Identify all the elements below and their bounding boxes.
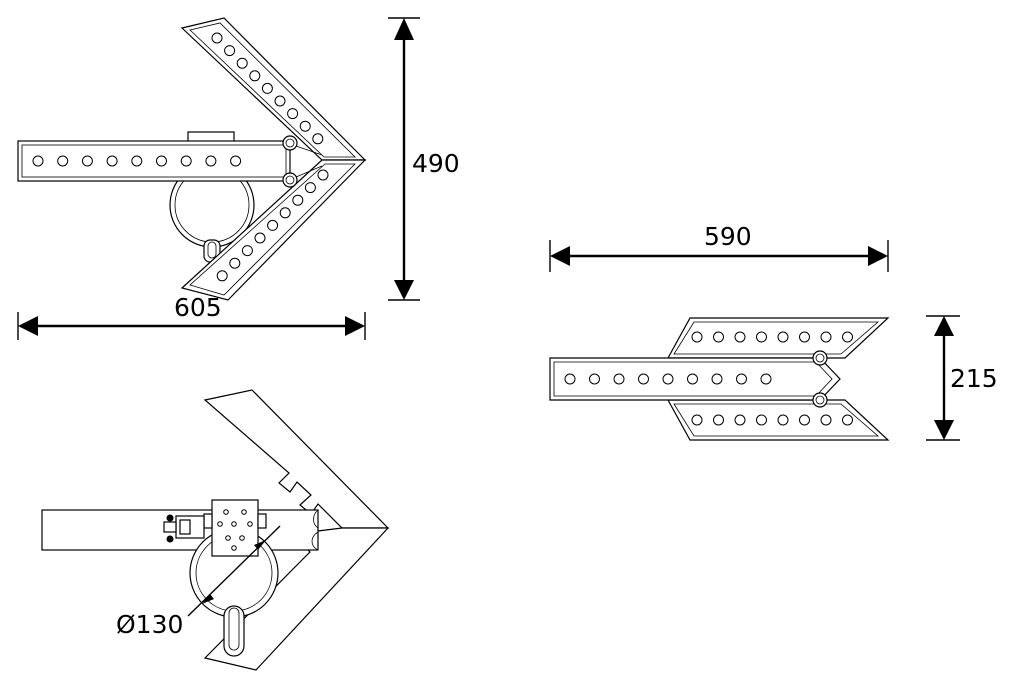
dimension-height-side: 215 (926, 315, 998, 441)
front-led-hole (304, 182, 316, 194)
rear-plate-hole (231, 521, 237, 527)
front-led-hole (254, 232, 266, 244)
front-led-hole (106, 155, 118, 167)
side-led-hole (756, 331, 767, 343)
side-led-holes (564, 331, 853, 426)
front-joint-screw-upper (282, 135, 298, 151)
side-led-hole (777, 414, 789, 426)
side-led-hole (799, 414, 810, 426)
side-led-hole (638, 373, 649, 385)
side-led-hole (713, 331, 724, 343)
front-led-hole (131, 155, 143, 167)
dimension-label-490: 490 (412, 149, 460, 178)
front-led-hole (241, 245, 253, 257)
side-joint-screw-lower (812, 392, 828, 408)
rear-connector (163, 514, 205, 543)
diameter-leader: Ø130 (116, 525, 281, 639)
side-led-hole (713, 414, 724, 426)
front-led-hole (261, 82, 273, 94)
dimension-label-215: 215 (950, 364, 998, 393)
rear-plate-hole (223, 509, 229, 515)
front-led-hole (216, 270, 228, 282)
side-led-hole (736, 373, 747, 385)
dimension-width-side: 590 (549, 222, 889, 272)
side-led-hole (756, 414, 767, 426)
front-led-hole (229, 257, 241, 269)
front-led-hole (57, 155, 69, 167)
side-led-hole (662, 373, 674, 385)
rear-view: Ø130 (41, 389, 390, 671)
front-led-hole (249, 70, 261, 82)
rear-plate-hole (225, 535, 231, 541)
front-view (17, 17, 367, 301)
rear-plate-hole (241, 509, 247, 515)
dimension-label-605: 605 (174, 293, 222, 322)
front-led-hole (317, 169, 329, 181)
front-led-hole (287, 108, 299, 120)
dimension-width-front: 605 (17, 293, 366, 340)
rear-plate-hole (231, 545, 237, 551)
side-led-hole (589, 373, 600, 385)
side-led-hole (820, 414, 832, 426)
side-led-hole (564, 373, 576, 385)
rear-plate-hole (247, 521, 253, 527)
side-led-hole (820, 331, 832, 343)
front-led-hole (180, 155, 192, 167)
side-view (549, 317, 890, 441)
dimension-label-590: 590 (704, 222, 752, 251)
side-led-hole (777, 331, 789, 343)
side-led-hole (799, 331, 810, 343)
rear-mount-plate (203, 499, 267, 557)
side-led-hole (613, 373, 625, 385)
side-led-hole (687, 373, 698, 385)
side-led-hole (691, 414, 703, 426)
front-led-hole (279, 207, 291, 219)
side-led-hole (760, 373, 772, 385)
front-led-hole (32, 155, 44, 167)
front-led-hole (211, 32, 223, 44)
front-led-hole (205, 155, 217, 167)
front-led-hole (224, 45, 236, 57)
front-led-hole (81, 155, 93, 167)
side-led-hole (691, 331, 703, 343)
side-led-hole (842, 331, 853, 343)
front-led-hole (312, 133, 324, 145)
side-led-hole (734, 331, 746, 343)
front-led-hole (292, 194, 304, 206)
front-led-hole (230, 155, 242, 167)
side-led-hole (711, 373, 723, 385)
side-led-hole (842, 414, 853, 426)
dimension-label-diameter: Ø130 (116, 610, 183, 639)
side-led-hole (734, 414, 746, 426)
front-led-hole (267, 219, 279, 231)
front-led-hole (236, 57, 248, 69)
front-led-hole (299, 120, 311, 132)
rear-plate-hole (239, 535, 245, 541)
front-led-holes (32, 32, 329, 282)
dimension-height-front: 490 (388, 17, 460, 301)
front-led-hole (274, 95, 286, 107)
front-joint-screw-lower (282, 172, 298, 188)
side-joint-screw-upper (812, 350, 828, 366)
rear-plate-hole (217, 521, 223, 527)
front-led-hole (156, 155, 167, 167)
